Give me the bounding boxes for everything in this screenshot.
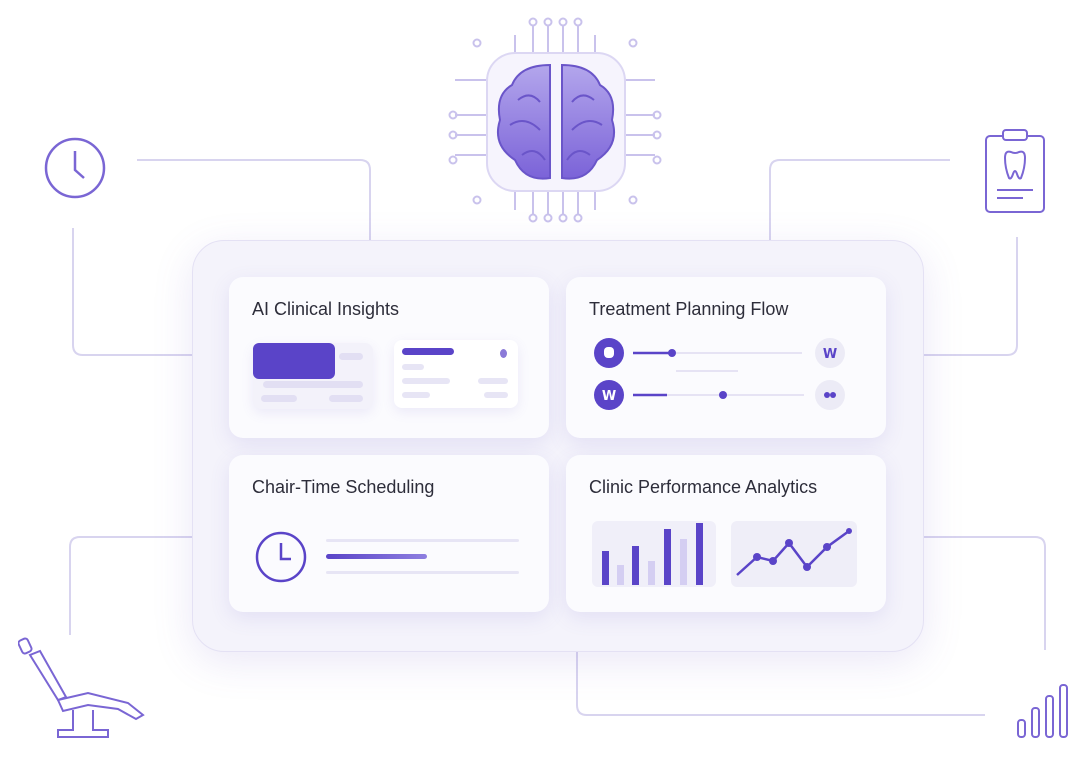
card-title: Clinic Performance Analytics bbox=[589, 477, 818, 497]
treatment-flow-diagram: W W bbox=[594, 338, 845, 410]
card-title: AI Clinical Insights bbox=[252, 299, 400, 319]
insight-tile bbox=[253, 343, 373, 409]
clipboard-tooth-icon bbox=[985, 129, 1045, 213]
clinic-performance-analytics-card[interactable]: Clinic Performance Analytics bbox=[566, 455, 886, 612]
mini-line-chart bbox=[731, 521, 857, 587]
chair-time-scheduling-card[interactable]: Chair-Time Scheduling bbox=[229, 455, 549, 612]
ai-clinical-insights-card[interactable]: AI Clinical Insights bbox=[229, 277, 549, 438]
svg-text:W: W bbox=[823, 347, 837, 362]
brain-chip-icon bbox=[448, 17, 662, 223]
treatment-planning-flow-card[interactable]: Treatment Planning Flow W W bbox=[566, 277, 886, 438]
insight-tile bbox=[394, 340, 518, 408]
mini-bar-chart bbox=[592, 521, 716, 587]
clock-icon bbox=[44, 137, 106, 199]
card-title: Treatment Planning Flow bbox=[589, 299, 789, 319]
bar-chart-icon bbox=[1017, 684, 1068, 738]
card-title: Chair-Time Scheduling bbox=[252, 477, 435, 497]
clock-icon bbox=[255, 531, 307, 583]
svg-text:W: W bbox=[602, 389, 616, 404]
dental-chair-icon bbox=[18, 637, 145, 738]
